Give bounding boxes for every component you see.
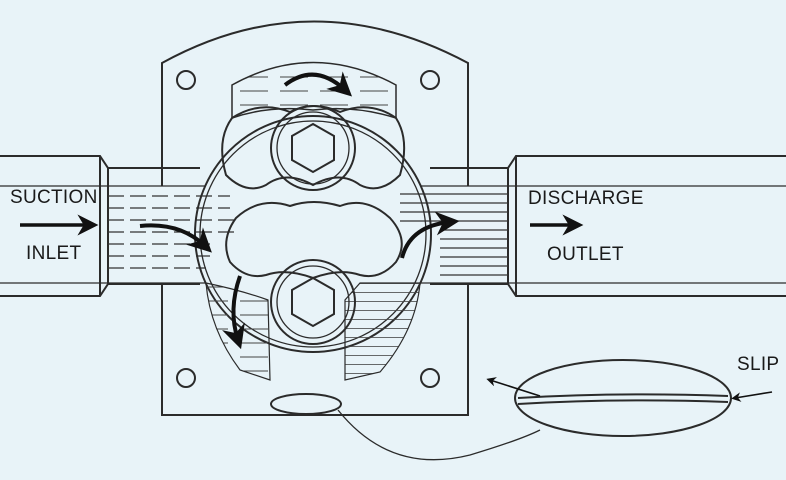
slip-gap — [270, 393, 342, 415]
right-pocket — [344, 282, 421, 381]
left-pocket — [205, 282, 271, 381]
slip-label: SLIP — [737, 354, 780, 375]
hex-shaft-icon — [270, 105, 356, 191]
flow-arrow-icon — [20, 71, 773, 402]
discharge-label: DISCHARGE — [528, 188, 644, 209]
lower-rotor — [225, 201, 403, 280]
slip-detail — [514, 359, 732, 437]
upper-rotor — [221, 105, 406, 190]
outlet-label: OUTLET — [547, 244, 624, 265]
inlet-pipe — [0, 155, 240, 297]
inlet-label: INLET — [26, 243, 82, 264]
outlet-pipe — [400, 155, 786, 297]
suction-label: SUCTION — [10, 187, 98, 208]
pump-housing — [161, 20, 469, 416]
slip-connector — [337, 409, 541, 461]
upper-pocket — [231, 61, 397, 120]
hex-shaft-icon — [270, 259, 356, 345]
bolt-hole-icon — [176, 70, 440, 388]
